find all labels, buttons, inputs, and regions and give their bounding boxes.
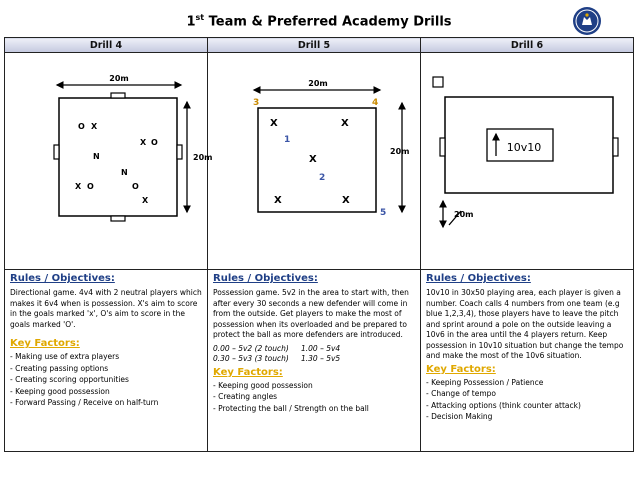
- neutral-mark: N: [93, 152, 100, 161]
- club-crest-icon: [573, 7, 601, 35]
- player-mark: X: [75, 182, 82, 191]
- list-item: - Creating scoring opportunities: [10, 375, 129, 385]
- timing-row: 0.00 – 5v2 (2 touch) 1.00 – 5v4: [213, 344, 416, 355]
- height-label: 20m: [454, 210, 473, 219]
- center-label: 10v10: [507, 141, 542, 154]
- width-label: 20m: [308, 79, 327, 88]
- drill-5-text: Rules / Objectives: Possession game. 5v2…: [207, 269, 421, 452]
- list-item: - Keeping good possession: [10, 386, 110, 396]
- rules-heading: Rules / Objectives:: [213, 273, 318, 285]
- key-factors-heading: Key Factors:: [10, 338, 80, 350]
- goal-right: [612, 137, 619, 157]
- drill-4-diagram: 20m 20m O X X O N N X: [53, 74, 212, 222]
- list-item: - Creating angles: [213, 392, 278, 402]
- player-mark: O: [87, 182, 94, 191]
- key-factors-list: - Keeping Possession / Patience - Change…: [426, 378, 629, 423]
- rules-heading: Rules / Objectives:: [426, 273, 531, 285]
- drill-6-diagram-cell: 10v10 20m: [420, 51, 634, 271]
- drill-5-diagram: 20m 20m 3 4 5 1 2 X X X X: [252, 79, 409, 218]
- corner-number: 4: [372, 98, 378, 108]
- key-factors-heading: Key Factors:: [213, 366, 283, 378]
- drill-4-diagram-cell: 20m 20m O X X O N N X: [4, 51, 212, 271]
- list-item: - Protecting the ball / Strength on the …: [213, 403, 369, 413]
- key-factors-list: - Making use of extra players - Creating…: [10, 352, 203, 409]
- goal-right: [176, 144, 183, 160]
- goal-bottom: [110, 215, 126, 222]
- corner-number: 5: [380, 208, 386, 218]
- player-mark: X: [140, 138, 147, 147]
- text-row: Rules / Objectives: Directional game. 4v…: [4, 269, 634, 452]
- drills-table: Drill 4 Drill 5 Drill 6 20m: [4, 37, 634, 452]
- rules-text: Directional game. 4v4 with 2 neutral pla…: [10, 288, 202, 329]
- timing-item: 1.30 – 5v5: [301, 354, 341, 364]
- player-mark: X: [309, 154, 317, 165]
- key-factors-list: - Keeping good possession - Creating ang…: [213, 381, 416, 415]
- drill-5-header: Drill 5: [207, 37, 421, 53]
- list-item: - Keeping Possession / Patience: [426, 377, 544, 387]
- list-item: - Change of tempo: [426, 389, 497, 399]
- pole-marker: [432, 76, 444, 88]
- inner-number: 1: [284, 135, 290, 145]
- height-label: 20m: [193, 153, 212, 162]
- player-mark: X: [270, 118, 278, 129]
- rules-text: 10v10 in 30x50 playing area, each player…: [426, 288, 624, 361]
- list-item: - Making use of extra players: [10, 352, 120, 362]
- page-title: 1st Team & Preferred Academy Drills: [186, 13, 452, 30]
- rules-text: Possession game. 5v2 in the area to star…: [213, 288, 409, 340]
- key-factors-heading: Key Factors:: [426, 363, 496, 375]
- drill-6-header: Drill 6: [420, 37, 634, 53]
- timing-item: 1.00 – 5v4: [301, 343, 341, 353]
- neutral-mark: N: [121, 168, 128, 177]
- pitch-area: [257, 107, 377, 213]
- goal-left: [53, 144, 60, 160]
- drill-4-header: Drill 4: [4, 37, 208, 53]
- corner-number: 3: [253, 98, 259, 108]
- height-label: 20m: [390, 147, 409, 156]
- player-mark: X: [142, 196, 149, 205]
- drill-5-diagram-cell: 20m 20m 3 4 5 1 2 X X X X: [207, 51, 421, 271]
- player-mark: O: [78, 122, 85, 131]
- list-item: - Attacking options (think counter attac…: [426, 400, 581, 410]
- goal-left: [439, 137, 446, 157]
- list-item: - Decision Making: [426, 412, 493, 422]
- list-item: - Forward Passing / Receive on half-turn: [10, 398, 159, 408]
- timing-item: 0.30 – 5v3 (3 touch): [213, 354, 289, 364]
- width-label: 20m: [109, 74, 128, 83]
- diagram-row: 20m 20m O X X O N N X: [4, 51, 634, 271]
- drill-6-text: Rules / Objectives: 10v10 in 30x50 playi…: [420, 269, 634, 452]
- timing-item: 0.00 – 5v2 (2 touch): [213, 343, 289, 353]
- list-item: - Keeping good possession: [213, 380, 313, 390]
- header-row: Drill 4 Drill 5 Drill 6: [4, 37, 634, 53]
- player-mark: X: [341, 118, 349, 129]
- player-mark: O: [132, 182, 139, 191]
- pointer-line: [448, 210, 462, 226]
- player-mark: X: [274, 195, 282, 206]
- rules-heading: Rules / Objectives:: [10, 273, 115, 285]
- drill-6-diagram: 10v10 20m: [432, 76, 619, 229]
- drill-4-text: Rules / Objectives: Directional game. 4v…: [4, 269, 208, 452]
- player-mark: X: [91, 122, 98, 131]
- player-mark: O: [151, 138, 158, 147]
- list-item: - Creating passing options: [10, 363, 109, 373]
- inner-number: 2: [319, 173, 325, 183]
- player-mark: X: [342, 195, 350, 206]
- pitch-area: [58, 97, 178, 217]
- goal-top: [110, 92, 126, 99]
- timing-row: 0.30 – 5v3 (3 touch) 1.30 – 5v5: [213, 354, 416, 365]
